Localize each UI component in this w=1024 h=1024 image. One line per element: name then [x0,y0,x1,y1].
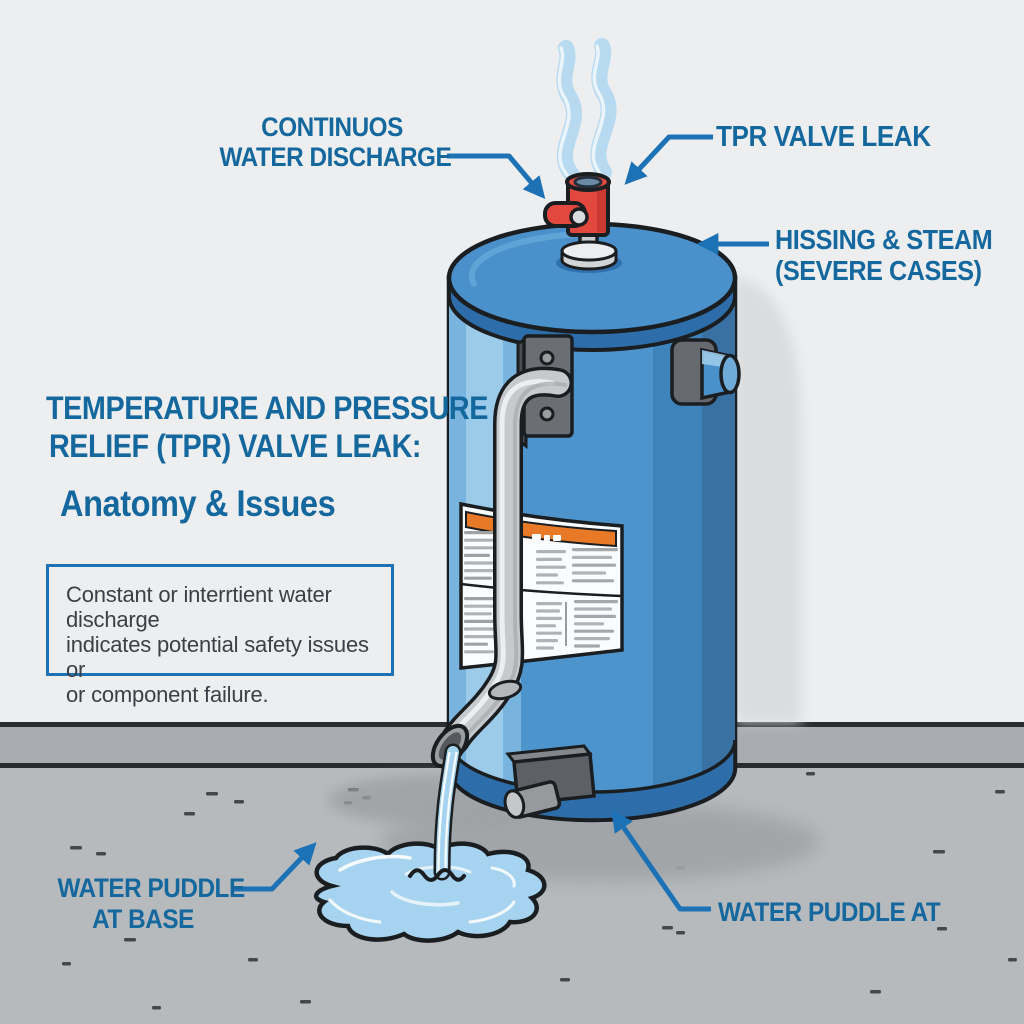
wall-shadow [735,276,801,722]
arrow-puddle-right [611,809,711,912]
callout-continuous-discharge: CONTINUOS WATER DISCHARGE [219,112,452,172]
screw-icon [539,350,555,366]
title-line: TEMPERATURE AND PRESSURE [46,390,489,426]
steam-icon [556,38,617,183]
callout-line: AT BASE [92,904,194,934]
info-line: or component failure. [66,682,269,707]
callout-water-puddle-right: WATER PUDDLE AT [718,897,941,927]
callout-line: WATER PUDDLE [57,873,246,903]
rating-label-sticker [459,501,624,670]
arrow-puddle-base [231,842,317,892]
title-line: RELIEF (TPR) VALVE LEAK: [48,428,422,464]
arrow-tpr-valve-leak [624,134,713,185]
valve-pivot [569,207,589,227]
callout-line: (SEVERE CASES) [775,255,982,286]
sticker-header-marks [532,534,561,541]
tpr-valve [543,172,622,273]
side-inlet-flange [670,338,741,406]
sticker-text-lines [464,531,618,654]
valve-base-disc [560,240,618,262]
arrow-continuous-discharge [447,153,546,200]
callout-water-puddle-base: WATER PUDDLE AT BASE [57,873,246,935]
info-box: Constant or interrtient water discharge … [46,564,394,707]
page-title: TEMPERATURE AND PRESSURE RELIEF (TPR) VA… [46,389,489,465]
drain-valve [503,744,596,819]
water-stream [408,743,466,882]
splash-squiggle [408,868,466,882]
screw-icon [539,406,555,422]
callout-hissing-steam: HISSING & STEAM (SEVERE CASES) [775,224,993,286]
info-line: Constant or interrtient water discharge [66,582,332,632]
callout-line: WATER DISCHARGE [219,142,452,172]
valve-opening [573,175,603,189]
callout-tpr-valve-leak: TPR VALVE LEAK [716,121,931,153]
callout-line: CONTINUOS [261,112,403,142]
info-line: indicates potential safety issues or [66,632,369,682]
page-subtitle: Anatomy & Issues [60,483,336,524]
callout-line: HISSING & STEAM [775,224,993,255]
